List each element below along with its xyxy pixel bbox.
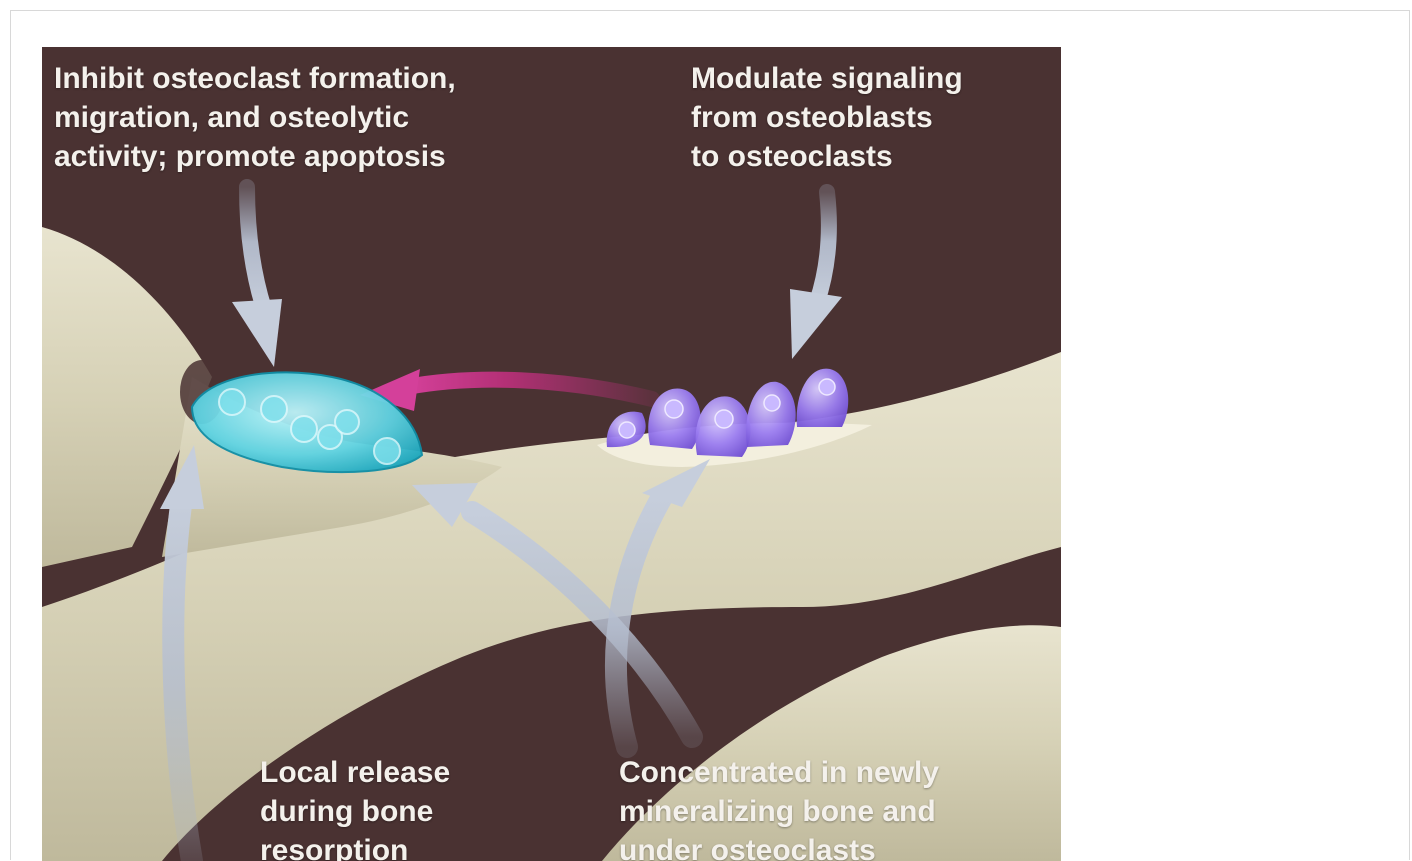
label-concentrated: Concentrated in newly mineralizing bone …	[619, 753, 939, 861]
label-line: activity; promote apoptosis	[54, 137, 456, 176]
label-line: to osteoclasts	[691, 137, 963, 176]
label-line: under osteoclasts	[619, 831, 939, 861]
label-line: Modulate signaling	[691, 59, 963, 98]
label-line: mineralizing bone and	[619, 792, 939, 831]
bone-remodeling-illustration: Inhibit osteoclast formation, migration,…	[42, 47, 1061, 861]
label-line: Inhibit osteoclast formation,	[54, 59, 456, 98]
label-line: migration, and osteolytic	[54, 98, 456, 137]
label-modulate-signaling: Modulate signaling from osteoblasts to o…	[691, 59, 963, 176]
label-inhibit-osteoclast: Inhibit osteoclast formation, migration,…	[54, 59, 456, 176]
arrow-modulate-signaling	[790, 192, 842, 359]
label-local-release: Local release during bone resorption	[260, 753, 450, 861]
label-line: Concentrated in newly	[619, 753, 939, 792]
image-frame: Inhibit osteoclast formation, migration,…	[10, 10, 1410, 860]
label-line: resorption	[260, 831, 450, 861]
label-line: Local release	[260, 753, 450, 792]
arrow-inhibit-osteoclast	[232, 187, 282, 367]
label-line: from osteoblasts	[691, 98, 963, 137]
label-line: during bone	[260, 792, 450, 831]
signaling-arrow	[360, 369, 652, 411]
